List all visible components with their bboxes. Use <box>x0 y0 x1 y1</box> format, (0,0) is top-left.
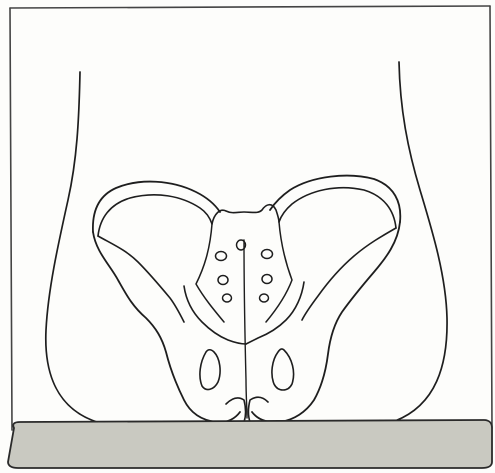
seat-cushion-icon <box>8 420 492 468</box>
figure-frame <box>10 6 492 430</box>
pelvis-bone-icon <box>93 176 400 423</box>
